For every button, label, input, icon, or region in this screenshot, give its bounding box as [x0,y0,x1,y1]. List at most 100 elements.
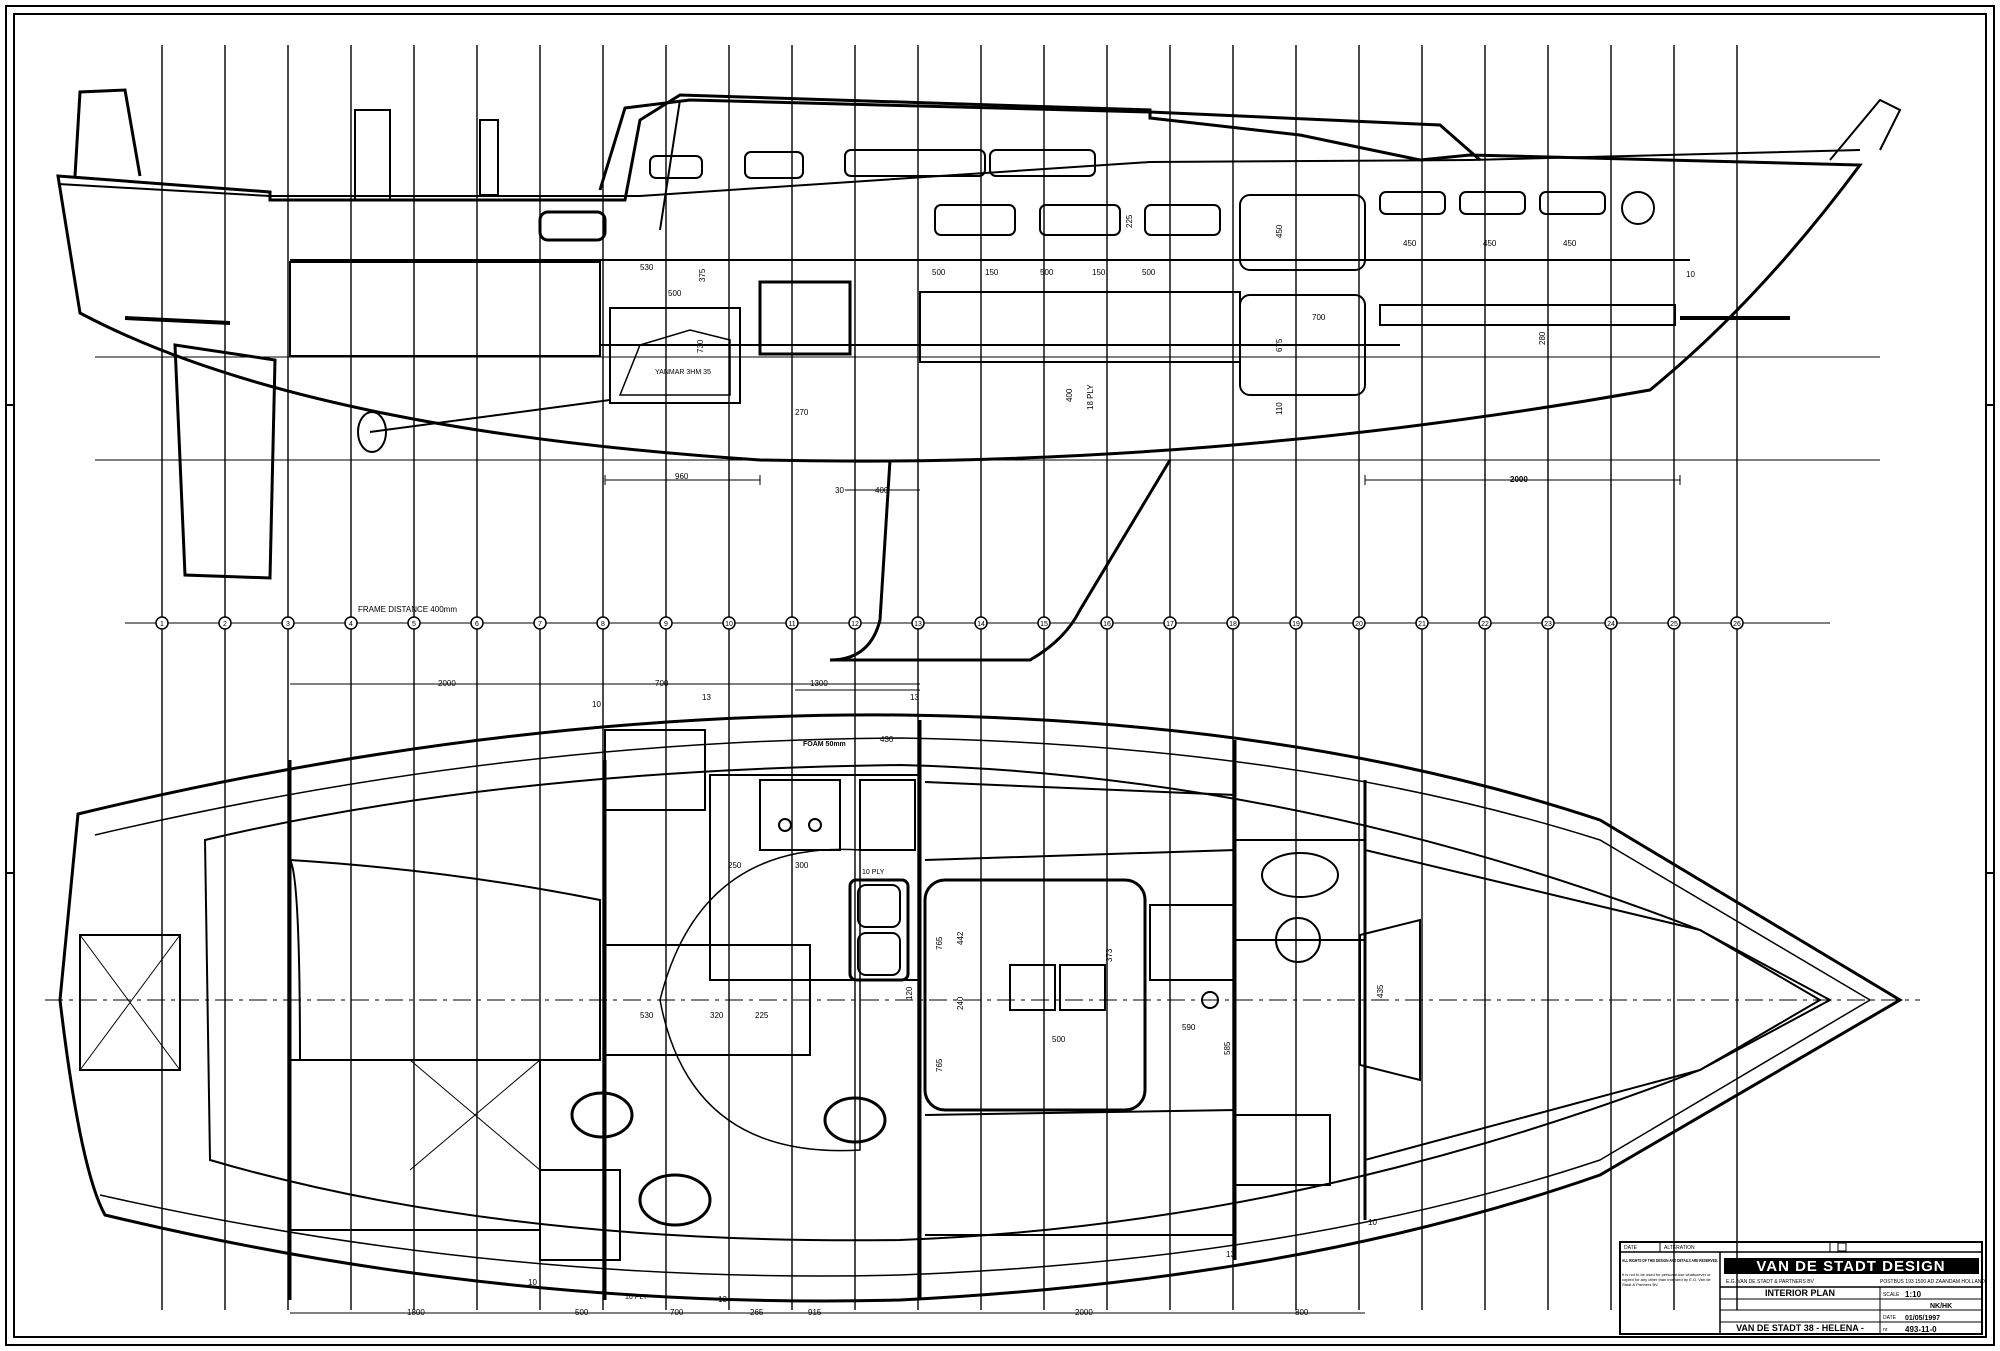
tb-date-label: DATE [1883,1315,1897,1321]
frame-marker-23 [1541,616,1555,630]
frame-number-10: 10 [725,621,733,628]
inner-border [13,13,1987,1338]
dim-in-225: 225 [755,1011,769,1020]
frame-number-20: 20 [1355,621,1363,628]
dim-500d: 500 [1142,268,1156,277]
frame-number-17: 17 [1166,621,1174,628]
section-10c: 10 [1368,1218,1377,1227]
frame-number-14: 14 [977,621,985,628]
tb-drawing-number-label: nr [1883,1327,1888,1333]
frame-marker-24 [1604,616,1618,630]
dim-in-442: 442 [956,931,965,945]
frame-marker-26 [1730,616,1744,630]
profile-deckhouse [598,98,1481,191]
frame-marker-19 [1289,616,1303,630]
profile-hull [56,93,1863,463]
frame-number-1: 1 [160,621,164,628]
dim-500b: 500 [932,268,946,277]
dim-500a: 500 [668,289,682,298]
outer-border [5,5,1995,1346]
tb-address: POSTBUS 193 1500 AD ZAANDAM HOLLAND [1880,1279,1985,1285]
engine-label: YANMAR 3HM 35 [655,369,711,376]
dim-bot-915: 915 [808,1308,822,1317]
frame-marker-9 [659,616,673,630]
frame-marker-11 [785,616,799,630]
dim-bot-2000: 2000 [1075,1308,1093,1317]
dim-in-530: 530 [640,1011,654,1020]
tb-rights-body: It is not to be used for personal use wh… [1622,1272,1711,1287]
dim-450d: 450 [1563,239,1577,248]
section-13d: 13 [1226,1250,1235,1259]
dim-730: 730 [696,339,705,353]
dim-225: 225 [1125,214,1134,228]
frame-marker-18 [1226,616,1240,630]
dim-30: 30 [835,486,844,495]
dim-280: 280 [1538,331,1547,345]
frame-marker-8 [596,616,610,630]
dim-in-250: 250 [728,861,742,870]
dim-in-240: 240 [956,996,965,1010]
frame-number-22: 22 [1481,621,1489,628]
plan-ply-label-a: 10 PLY [862,869,885,876]
frame-number-16: 16 [1103,621,1111,628]
tb-drawing-title: INTERIOR PLAN [1765,1288,1835,1298]
dim-in-120: 120 [905,986,914,1000]
frame-marker-2 [218,616,232,630]
dim-bot-700: 700 [670,1308,684,1317]
dim-in-765a: 765 [935,936,944,950]
dim-450b: 450 [1403,239,1417,248]
frame-marker-21 [1415,616,1429,630]
section-13a: 13 [702,693,711,702]
tb-company-sub: E.G. VAN DE STADT & PARTNERS BV [1726,1279,1815,1285]
dim-bot-500: 500 [575,1308,589,1317]
frame-number-24: 24 [1607,621,1615,628]
dim-bot-1800: 1800 [407,1308,425,1317]
dim-in-585: 585 [1223,1041,1232,1055]
frame-marker-7 [533,616,547,630]
plan-hull [58,713,1903,1303]
frame-number-7: 7 [538,621,542,628]
frame-number-15: 15 [1040,621,1048,628]
profile-view: YANMAR 3HM 35 18 PLY 530 375 500 730 270… [56,88,1902,662]
frame-number-26: 26 [1733,621,1741,628]
tb-date-small-label: DATE [1624,1245,1638,1251]
dim-450: 450 [1275,224,1284,238]
tb-scale-label: SCALE [1883,1292,1900,1298]
frame-marker-17 [1163,616,1177,630]
dim-10: 10 [1686,270,1695,279]
frame-number-4: 4 [349,621,353,628]
frame-marker-16 [1100,616,1114,630]
plan-ply-label-b: 10 PLY [625,1294,648,1301]
tb-alteration-label: ALTERATION [1664,1245,1695,1251]
frame-marker-25 [1667,616,1681,630]
frame-marker-4 [344,616,358,630]
section-10a: 10 [592,700,601,709]
frame-number-25: 25 [1670,621,1678,628]
dim-in-590: 590 [1182,1023,1196,1032]
dim-top-430: 430 [880,735,894,744]
frame-number-5: 5 [412,621,416,628]
frame-station-lines [161,45,1738,1310]
frame-marker-15 [1037,616,1051,630]
section-13b: 13 [910,693,919,702]
dim-in-320: 320 [710,1011,724,1020]
dim-150a: 150 [985,268,999,277]
frame-marker-12 [848,616,862,630]
frame-number-6: 6 [475,621,479,628]
frame-distance-label: FRAME DISTANCE 400mm [358,605,457,614]
frame-number-8: 8 [601,621,605,628]
foam-label: FOAM 50mm [803,741,846,748]
frame-number-21: 21 [1418,621,1426,628]
frame-number-3: 3 [286,621,290,628]
frame-marker-10 [722,616,736,630]
frame-marker-3 [281,616,295,630]
frame-number-18: 18 [1229,621,1237,628]
frame-number-19: 19 [1292,621,1300,628]
dim-top-700: 700 [655,679,669,688]
section-10b: 10 [528,1278,537,1287]
dim-in-765b: 765 [935,1058,944,1072]
profile-keel [829,459,1172,662]
frame-number-12: 12 [851,621,859,628]
